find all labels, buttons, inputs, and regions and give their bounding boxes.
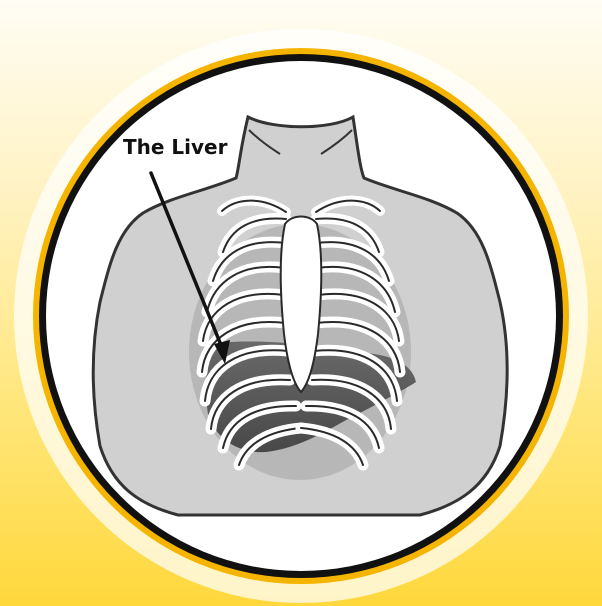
liver-label: The Liver: [123, 135, 228, 159]
